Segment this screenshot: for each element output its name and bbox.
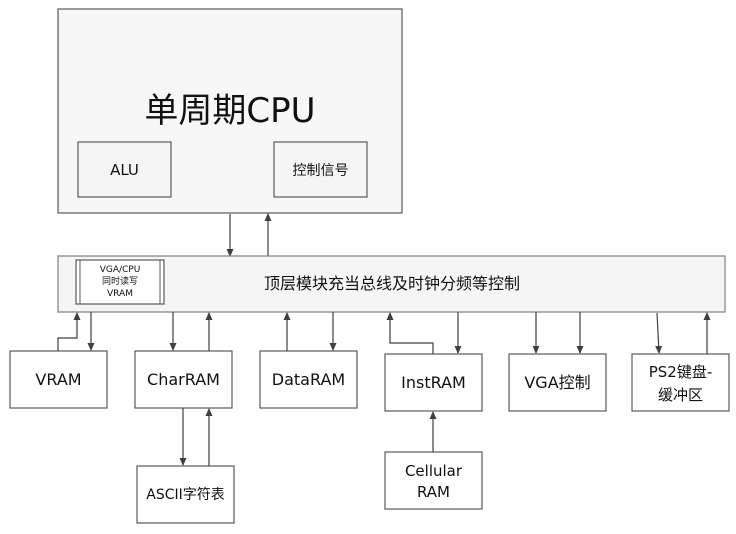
cellular-ram-line2: RAM (417, 483, 450, 501)
alu-box (77, 141, 172, 198)
ps2-label-line1: PS2键盘- (649, 363, 713, 381)
vga-cpu-line2: 同时读写 (102, 275, 138, 287)
vga-control-box (508, 353, 607, 412)
control-signal-box (273, 141, 368, 198)
ps2-buffer-box (631, 353, 730, 412)
vram-to-bus-arrow (57, 312, 81, 351)
charram-box (134, 350, 233, 409)
ascii-table-box (136, 465, 235, 524)
alu-label: ALU (110, 161, 139, 179)
instram-to-bus-arrow (386, 312, 434, 354)
dataram-box (259, 350, 358, 409)
cpu-block: 单周期CPU ALU 控制信号 (57, 8, 403, 214)
cellular-ram-line1: Cellular (405, 462, 463, 480)
ascii-table-label: ASCII字符表 (146, 487, 225, 503)
vram-label: VRAM (35, 370, 81, 389)
top-module-bus: VGA/CPU 同时读写 VRAM 顶层模块充当总线及时钟分频等控制 (57, 255, 726, 313)
cellular-ram-box (384, 451, 483, 510)
control-signal-label: 控制信号 (293, 163, 349, 179)
charram-label: CharRAM (147, 370, 220, 389)
vga-cpu-line3: VRAM (107, 289, 133, 299)
vram-box (9, 350, 108, 409)
bus-to-ps2-arrow (655, 312, 663, 354)
cpu-title: 单周期CPU (144, 91, 315, 131)
top-module-label: 顶层模块充当总线及时钟分频等控制 (264, 274, 520, 293)
instram-box (384, 353, 483, 412)
vga-control-label: VGA控制 (524, 373, 590, 392)
instram-label: InstRAM (401, 373, 466, 392)
vga-cpu-shared-box (75, 259, 165, 305)
dataram-label: DataRAM (272, 370, 345, 389)
top-module-frame (57, 255, 726, 313)
ps2-label-line2: 缓冲区 (658, 386, 703, 404)
vga-cpu-line1: VGA/CPU (100, 265, 141, 275)
